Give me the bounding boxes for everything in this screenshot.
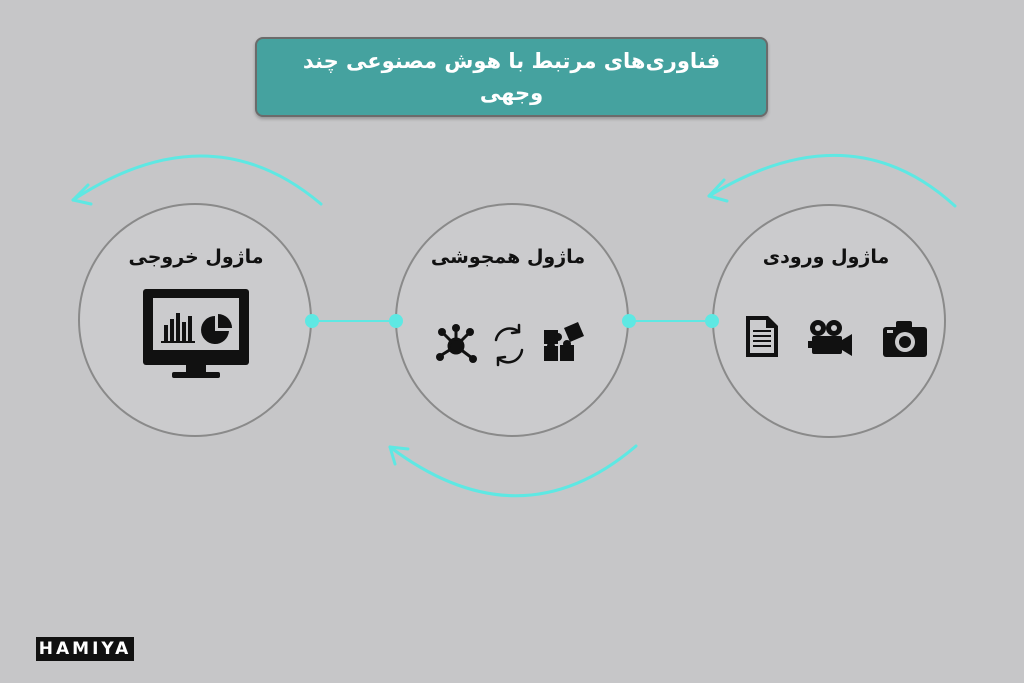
puzzle-icon — [544, 322, 584, 361]
arrow-fusion-bottom — [388, 444, 638, 498]
connector-dot — [622, 314, 636, 328]
brand-logo: HAMIYA — [36, 637, 134, 661]
arrow-input-top — [707, 153, 957, 208]
output-module-label: ماژول خروجی — [128, 246, 264, 268]
photo-camera-icon — [883, 321, 927, 357]
connector-dot — [305, 314, 319, 328]
video-camera-icon — [808, 320, 852, 356]
network-icon — [436, 324, 477, 363]
input-module-label: ماژول ورودی — [762, 246, 890, 268]
connector-dot — [389, 314, 403, 328]
document-icon — [746, 316, 778, 357]
fusion-module-label: ماژول همجوشی — [430, 246, 586, 268]
title-box: فناوری‌های مرتبط با هوش مصنوعی چند وجهی — [255, 37, 768, 117]
sync-icon — [494, 323, 524, 367]
fusion-module-circle — [395, 203, 629, 437]
arrow-output-top — [71, 154, 323, 206]
page-title: فناوری‌های مرتبط با هوش مصنوعی چند وجهی — [302, 49, 721, 105]
connector-dot — [705, 314, 719, 328]
monitor-chart-icon — [143, 289, 249, 378]
